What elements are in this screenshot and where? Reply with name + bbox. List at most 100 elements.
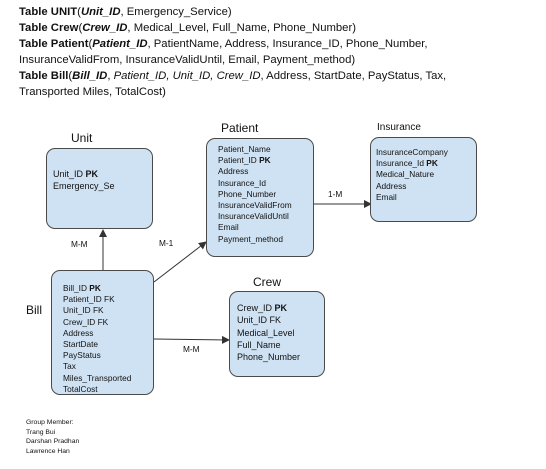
patient-field-name: Payment_method xyxy=(218,233,284,244)
schema-text: Patient_ID xyxy=(92,38,148,50)
insurance-field-name: InsuranceCompany xyxy=(376,147,448,157)
insurance-field-name: Insurance_Id xyxy=(376,158,424,169)
patient-field: Payment_method xyxy=(218,234,313,245)
insurance-field-name: Medical_Nature xyxy=(376,169,435,180)
patient-field: Patient_Name xyxy=(218,144,313,155)
primary-key-marker: PK xyxy=(89,283,101,293)
insurance-field: Email xyxy=(376,192,476,203)
bill-field: TotalCost xyxy=(63,384,153,395)
bill-field-name: Bill_ID xyxy=(63,283,87,293)
crew-field-name: Phone_Number xyxy=(237,352,301,363)
bill-field-name: TotalCost xyxy=(63,383,98,394)
schema-text: , PatientName, Address, Insurance_ID, Ph… xyxy=(147,38,428,50)
schema-line: Table UNIT(Unit_ID, Emergency_Service) xyxy=(19,4,539,20)
bill-field-name: StartDate xyxy=(63,339,99,350)
schema-text: , Medical_Level, Full_Name, Phone_Number… xyxy=(127,22,356,34)
insurance-field-name: Address xyxy=(376,180,407,191)
unit-field: Unit_ID PK xyxy=(53,168,152,180)
primary-key-marker: PK xyxy=(274,303,288,313)
patient-field: Patient_ID PK xyxy=(218,155,313,166)
patient-field: Phone_Number xyxy=(218,189,313,200)
schema-text: Patient_ID, Unit_ID, Crew_ID xyxy=(113,70,261,82)
patient-insurance-cardinality: 1-M xyxy=(328,189,343,199)
schema-text: InsuranceValidFrom, InsuranceValidUntil,… xyxy=(19,54,356,66)
schema-text: , Address, StartDate, PayStatus, Tax, xyxy=(260,70,447,82)
primary-key-marker: PK xyxy=(426,158,438,169)
primary-key-marker: PK xyxy=(259,155,271,166)
insurance-field: Medical_Nature xyxy=(376,169,476,180)
bill-field-name: Unit_ID FK xyxy=(63,305,104,316)
schema-text: ( xyxy=(88,38,93,50)
schema-line: Transported Miles, TotalCost) xyxy=(19,84,539,100)
patient-field-name: Patient_ID xyxy=(218,155,257,166)
unit-field-name: Unit_ID xyxy=(53,169,84,179)
schema-text: Table UNIT xyxy=(19,6,78,18)
insurance-field-name: Email xyxy=(376,191,397,202)
group-members: Group Member: Trang Bui Darshan Pradhan … xyxy=(26,418,79,456)
schema-text: , xyxy=(107,70,114,82)
bill-field-name: Tax xyxy=(63,361,76,372)
bill-field-name: PayStatus xyxy=(63,350,101,361)
bill-crew-cardinality: M-M xyxy=(183,344,200,354)
unit-field: Emergency_Se xyxy=(53,180,152,192)
bill-field: StartDate xyxy=(63,339,153,350)
bill-field: Unit_ID FK xyxy=(63,305,153,316)
schema-text: Table Crew xyxy=(19,22,79,34)
crew-field: Phone_Number xyxy=(237,351,324,363)
crew-field-name: Full_Name xyxy=(237,339,281,350)
schema-line: InsuranceValidFrom, InsuranceValidUntil,… xyxy=(19,52,539,68)
crew-title: Crew xyxy=(253,275,282,289)
schema-text: Crew_ID xyxy=(82,22,128,34)
bill-field: Address xyxy=(63,328,153,339)
insurance-field: InsuranceCompany xyxy=(376,147,476,158)
bill-field-name: Crew_ID FK xyxy=(63,316,109,327)
patient-field: Insurance_Id xyxy=(218,178,313,189)
schema-text: ( xyxy=(78,22,83,34)
bill-unit-cardinality: M-M xyxy=(71,239,88,249)
patient-field: Address xyxy=(218,166,313,177)
patient-field: InsuranceValidFrom xyxy=(218,200,313,211)
patient-title: Patient xyxy=(221,121,259,135)
bill-patient-arrow xyxy=(153,241,207,283)
bill-field: Tax xyxy=(63,361,153,372)
insurance-field: Address xyxy=(376,181,476,192)
crew-field: Crew_ID PK xyxy=(237,302,324,314)
bill-field-name: Address xyxy=(63,327,94,338)
schema-text: Bill_ID xyxy=(72,70,108,82)
crew-field: Unit_ID FK xyxy=(237,314,324,326)
crew-field-name: Medical_Level xyxy=(237,327,295,338)
bill-field: Bill_ID PK xyxy=(63,283,153,294)
insurance-title: Insurance xyxy=(377,122,421,133)
patient-field-name: Address xyxy=(218,166,249,177)
insurance-field: Insurance_Id PK xyxy=(376,158,476,169)
group-member: Darshan Pradhan xyxy=(26,438,80,446)
bill-field: Patient_ID FK xyxy=(63,294,153,305)
bill-crew-arrow xyxy=(153,335,230,344)
schema-text: ( xyxy=(77,6,81,18)
bill-field: Miles_Transported xyxy=(63,373,153,384)
crew-field-name: Unit_ID FK xyxy=(237,315,282,326)
patient-field-name: Email xyxy=(218,222,239,233)
schema-text: Table Bill xyxy=(19,70,69,82)
bill-field-name: Patient_ID FK xyxy=(63,294,115,305)
schema-definitions: Table UNIT(Unit_ID, Emergency_Service)Ta… xyxy=(19,4,539,100)
unit-title: Unit xyxy=(71,131,93,145)
patient-field-name: InsuranceValidUntil xyxy=(218,211,289,222)
group-heading: Group Member: xyxy=(26,419,74,426)
schema-text: Unit_ID xyxy=(80,6,121,18)
group-member: Trang Bui xyxy=(26,428,56,436)
schema-text: , Emergency_Service) xyxy=(120,6,232,18)
primary-key-marker: PK xyxy=(85,169,99,179)
patient-field-name: InsuranceValidFrom xyxy=(218,200,292,211)
bill-patient-cardinality: M-1 xyxy=(159,238,174,248)
patient-field-name: Insurance_Id xyxy=(218,177,266,188)
crew-field: Medical_Level xyxy=(237,327,324,339)
bill-field: PayStatus xyxy=(63,350,153,361)
schema-line: Table Bill(Bill_ID, Patient_ID, Unit_ID,… xyxy=(19,68,539,84)
